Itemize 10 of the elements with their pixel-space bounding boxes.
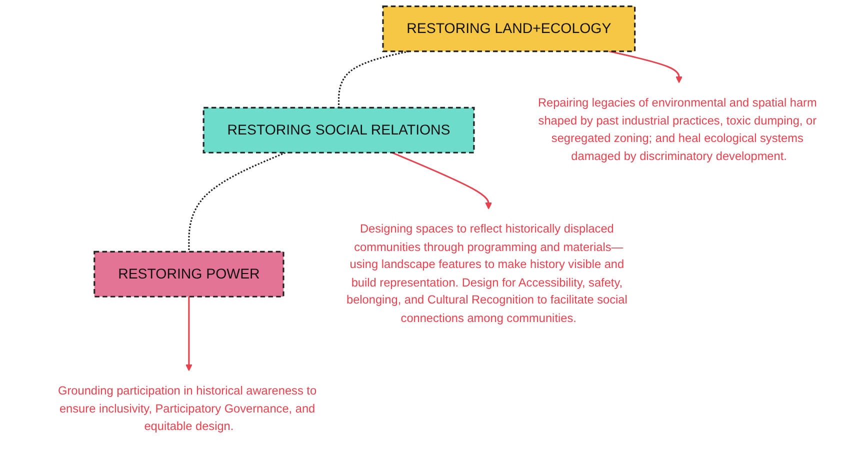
node-text: Designing spaces to reflect historically displaced communities through programming and materials—using landscape features to make history visible and build representation. Design for Accessibility, safety, belonging, and Cultural Recognition to facilitate social connections among communities.	[346, 222, 628, 325]
node-box: RESTORING LAND+ECOLOGY	[382, 6, 636, 52]
connector	[188, 152, 286, 252]
node-text: Grounding participation in historical awareness to ensure inclusivity, Participatory Governance, and equitable design.	[58, 384, 317, 434]
arrow	[608, 50, 683, 84]
node-box: RESTORING SOCIAL RELATIONS	[202, 106, 475, 154]
node-box: RESTORING POWER	[94, 250, 284, 298]
arrow	[392, 152, 492, 210]
node-text: Repairing legacies of environmental and spatial harm shaped by past industrial practices, toxic dumping, or segregated zoning; and heal ecological systems damaged by discriminatory development.	[538, 96, 817, 163]
arrow	[185, 296, 192, 372]
